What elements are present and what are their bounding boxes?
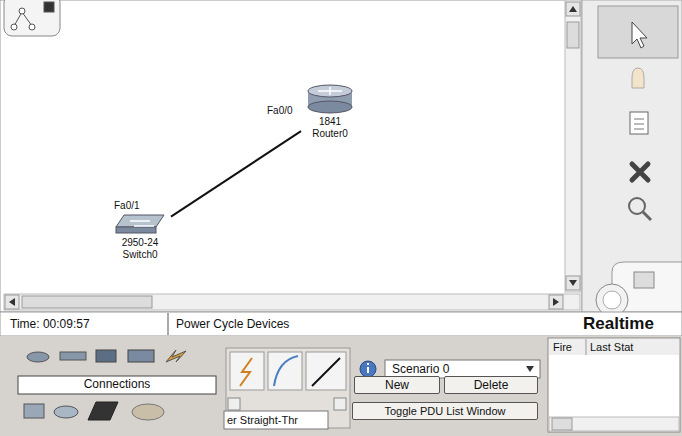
logical-tab [4,0,60,36]
connection-name: er Straight-Thr [227,413,298,427]
status-separator [168,313,169,335]
note-icon [630,112,648,134]
inspect-handle [643,212,651,220]
scroll-down [566,276,580,290]
scroll-right [549,295,563,309]
scenario-name: Scenario 0 [392,362,449,376]
auto-connection [230,352,264,390]
table-column: Last Stat [590,340,633,354]
table-column: Fire [553,340,572,354]
arrow-right [553,298,559,306]
info-dot [367,363,369,365]
new-button: New [354,376,440,394]
arrow-down [569,280,577,286]
note-lines [634,119,644,129]
model-label: 2950-24 [111,237,169,249]
console-icon [274,356,298,386]
scroll-thumb [22,296,152,308]
model-label: 1841 [303,116,357,128]
category-label: Connections [18,377,216,391]
select-tool [598,6,678,58]
ethernet-cable [171,131,301,217]
switch-icon [114,213,166,235]
scroll-right [334,398,346,410]
scroll-left [5,295,19,309]
router-arrows [318,87,342,95]
vertical-scrollbar [565,0,581,292]
straight-connection [306,352,346,390]
delete-icon [632,164,648,180]
bottom-panel [0,336,682,436]
arrow-left [9,298,15,306]
router-icon [306,84,354,114]
device-name: Switch0 [111,249,169,261]
router-node: 1841Router0 [303,84,357,140]
status-bar [0,312,682,336]
switch-front [116,227,156,233]
scroll-left [228,398,240,410]
horizontal-scrollbar [4,294,580,310]
connection-panel [226,348,350,428]
table-header [549,339,679,355]
device-name: Router0 [303,128,357,140]
toggle-pdu-button: Toggle PDU List Window [352,402,538,420]
switch-node: 2950-24Switch0 [111,213,169,261]
port-label: Fa0/1 [114,199,140,213]
status-action: Power Cycle Devices [176,317,289,331]
scroll-up [566,2,580,16]
realtime-clock [596,284,628,316]
category-box [18,376,216,394]
lightning-icon [240,358,252,386]
connection-name-box [224,411,328,429]
table-scrollbar [549,417,679,431]
straight-icon [312,358,340,386]
clock-face [603,291,621,309]
router-base [308,101,352,113]
switch-arrows [130,221,154,226]
tool-panel [582,0,682,312]
info-mark [367,367,369,373]
workspace [0,0,582,312]
pointer-icon [632,22,647,48]
hand-icon [632,68,644,88]
logical-icon [11,2,54,30]
scroll-thumb [567,22,579,48]
realtime-device-icon [634,272,654,288]
column-divider [586,339,587,355]
inspect-icon [629,198,645,214]
table-scroll-thumb [552,418,572,430]
router-top [308,85,352,97]
delete-button: Delete [444,376,538,394]
port-label: Fa0/0 [267,104,293,118]
time-display: Time: 00:09:57 [10,317,90,331]
info-icon [360,361,376,377]
console-connection [268,352,302,390]
pdu-table [548,338,680,432]
switch-top [116,215,164,227]
arrow-up [569,6,577,12]
dropdown-arrow [526,366,534,372]
mode-label: Realtime [583,314,654,334]
